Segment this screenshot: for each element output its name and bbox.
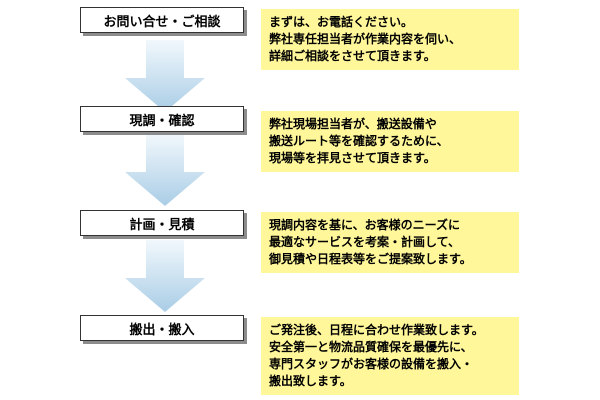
step-box-planning: 計画・見積	[80, 210, 244, 236]
note-line: 最適なサービスを考案・計画して、	[269, 235, 461, 249]
note-line: 安全第一と物流品質確保を最優先に、	[269, 340, 473, 354]
note-line: ご発注後、日程に合わせ作業致します。	[269, 323, 484, 337]
flow-arrow-icon	[125, 240, 205, 312]
note-line: 御見積や日程表等をご提案致します。	[269, 252, 472, 266]
flow-arrow-icon	[125, 40, 205, 112]
step-box-inquiry: お問い合せ・ご相談	[80, 7, 244, 33]
step-box-delivery: 搬出・搬入	[80, 315, 244, 341]
step-note-planning: 現調内容を基に、お客様のニーズに 最適なサービスを考案・計画して、 御見積や日程…	[261, 212, 519, 273]
step-box-survey: 現調・確認	[80, 106, 244, 132]
step-label: 現調・確認	[129, 113, 195, 129]
step-label: 搬出・搬入	[129, 322, 195, 338]
step-label: お問い合せ・ご相談	[103, 14, 221, 30]
step-note-survey: 弊社現場担当者が、搬送設備や 搬送ルート等を確認するために、 現場等を拝見させて…	[261, 111, 519, 172]
note-line: 専門スタッフがお客様の設備を搬入・	[269, 357, 474, 371]
note-line: 現場等を拝見させて頂きます。	[269, 151, 436, 165]
note-line: 現調内容を基に、お客様のニーズに	[269, 218, 461, 232]
flow-arrow-icon	[125, 134, 205, 206]
note-line: 詳細ご相談をさせて頂きます。	[269, 49, 436, 63]
step-note-inquiry: まずは、お電話ください。 弊社専任担当者が作業内容を伺い、 詳細ご相談をさせて頂…	[261, 9, 519, 70]
note-line: 搬出致します。	[269, 374, 352, 388]
step-note-delivery: ご発注後、日程に合わせ作業致します。 安全第一と物流品質確保を最優先に、 専門ス…	[261, 317, 519, 395]
note-line: まずは、お電話ください。	[269, 15, 414, 29]
note-line: 搬送ルート等を確認するために、	[269, 134, 449, 148]
note-line: 弊社専任担当者が作業内容を伺い、	[269, 32, 462, 46]
step-label: 計画・見積	[129, 217, 195, 233]
note-line: 弊社現場担当者が、搬送設備や	[269, 117, 437, 131]
